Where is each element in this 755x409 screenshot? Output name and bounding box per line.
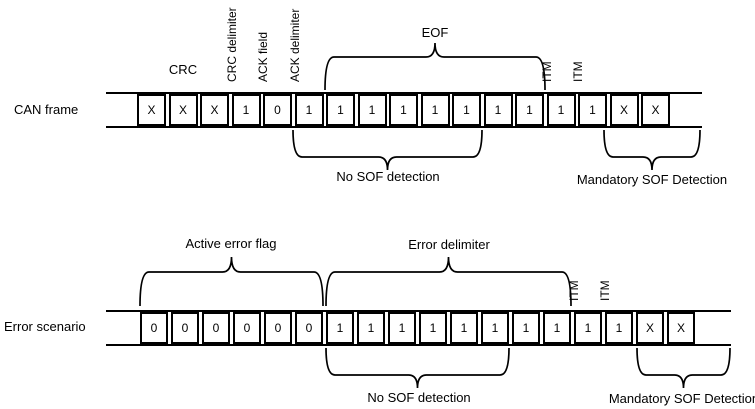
bit-cell: 1 <box>388 312 416 344</box>
bit-cell: X <box>609 94 639 126</box>
bit-cell: 1 <box>420 94 450 126</box>
crc-label: CRC <box>168 62 198 77</box>
active-error-flag-label: Active error flag <box>185 236 277 251</box>
no-sof-detection-label-1: No SOF detection <box>336 169 440 184</box>
active-error-flag-brace <box>139 256 324 307</box>
bit-cell: 0 <box>295 312 323 344</box>
mandatory-sof-brace-2 <box>636 347 731 389</box>
bit-cell: X <box>168 94 198 126</box>
eof-brace <box>324 42 546 91</box>
bit-cell: 1 <box>450 312 478 344</box>
bit-cell: 1 <box>357 312 385 344</box>
error-delimiter-brace <box>325 256 572 307</box>
bit-cell: 1 <box>605 312 633 344</box>
bit-cell: 0 <box>233 312 261 344</box>
bit-cell: 1 <box>357 94 387 126</box>
bit-cell: 1 <box>326 94 355 126</box>
eof-label: EOF <box>421 25 449 40</box>
bit-cell: 1 <box>546 94 576 126</box>
bit-cell: 1 <box>574 312 602 344</box>
bit-cell: 1 <box>452 94 481 126</box>
bit-cell: X <box>641 94 670 126</box>
bit-cell: 0 <box>140 312 168 344</box>
bit-cell: 1 <box>512 312 540 344</box>
bit-cell: 1 <box>389 94 418 126</box>
can-frame-band <box>106 92 702 128</box>
bit-cell: 1 <box>419 312 447 344</box>
bit-cell: 0 <box>264 312 292 344</box>
bit-cell: 1 <box>483 94 513 126</box>
bit-cell: X <box>636 312 664 344</box>
error-delimiter-label: Error delimiter <box>408 237 490 252</box>
mandatory-sof-detection-label-1: Mandatory SOF Detection <box>576 172 728 187</box>
bit-cell: X <box>200 94 229 126</box>
bit-cell: 1 <box>231 94 261 126</box>
bit-cell: 1 <box>543 312 571 344</box>
bit-cell: 1 <box>326 312 354 344</box>
bit-cell: 0 <box>202 312 230 344</box>
bit-cell: 0 <box>171 312 199 344</box>
bit-cell: X <box>137 94 166 126</box>
error-scenario-row-label: Error scenario <box>4 319 86 334</box>
mandatory-sof-brace-1 <box>603 129 701 171</box>
bit-cell: 1 <box>294 94 324 126</box>
error-scenario-band <box>106 310 731 346</box>
can-frame-row-label: CAN frame <box>14 102 79 117</box>
no-sof-brace-1 <box>292 129 483 171</box>
bit-cell: 1 <box>578 94 607 126</box>
no-sof-detection-label-2: No SOF detection <box>367 390 471 405</box>
bit-cell: 1 <box>515 94 544 126</box>
no-sof-brace-2 <box>325 347 510 389</box>
mandatory-sof-detection-label-2: Mandatory SOF Detection <box>608 391 755 406</box>
bit-cell: 1 <box>481 312 509 344</box>
bit-cell: X <box>667 312 695 344</box>
bit-cell: 0 <box>263 94 292 126</box>
